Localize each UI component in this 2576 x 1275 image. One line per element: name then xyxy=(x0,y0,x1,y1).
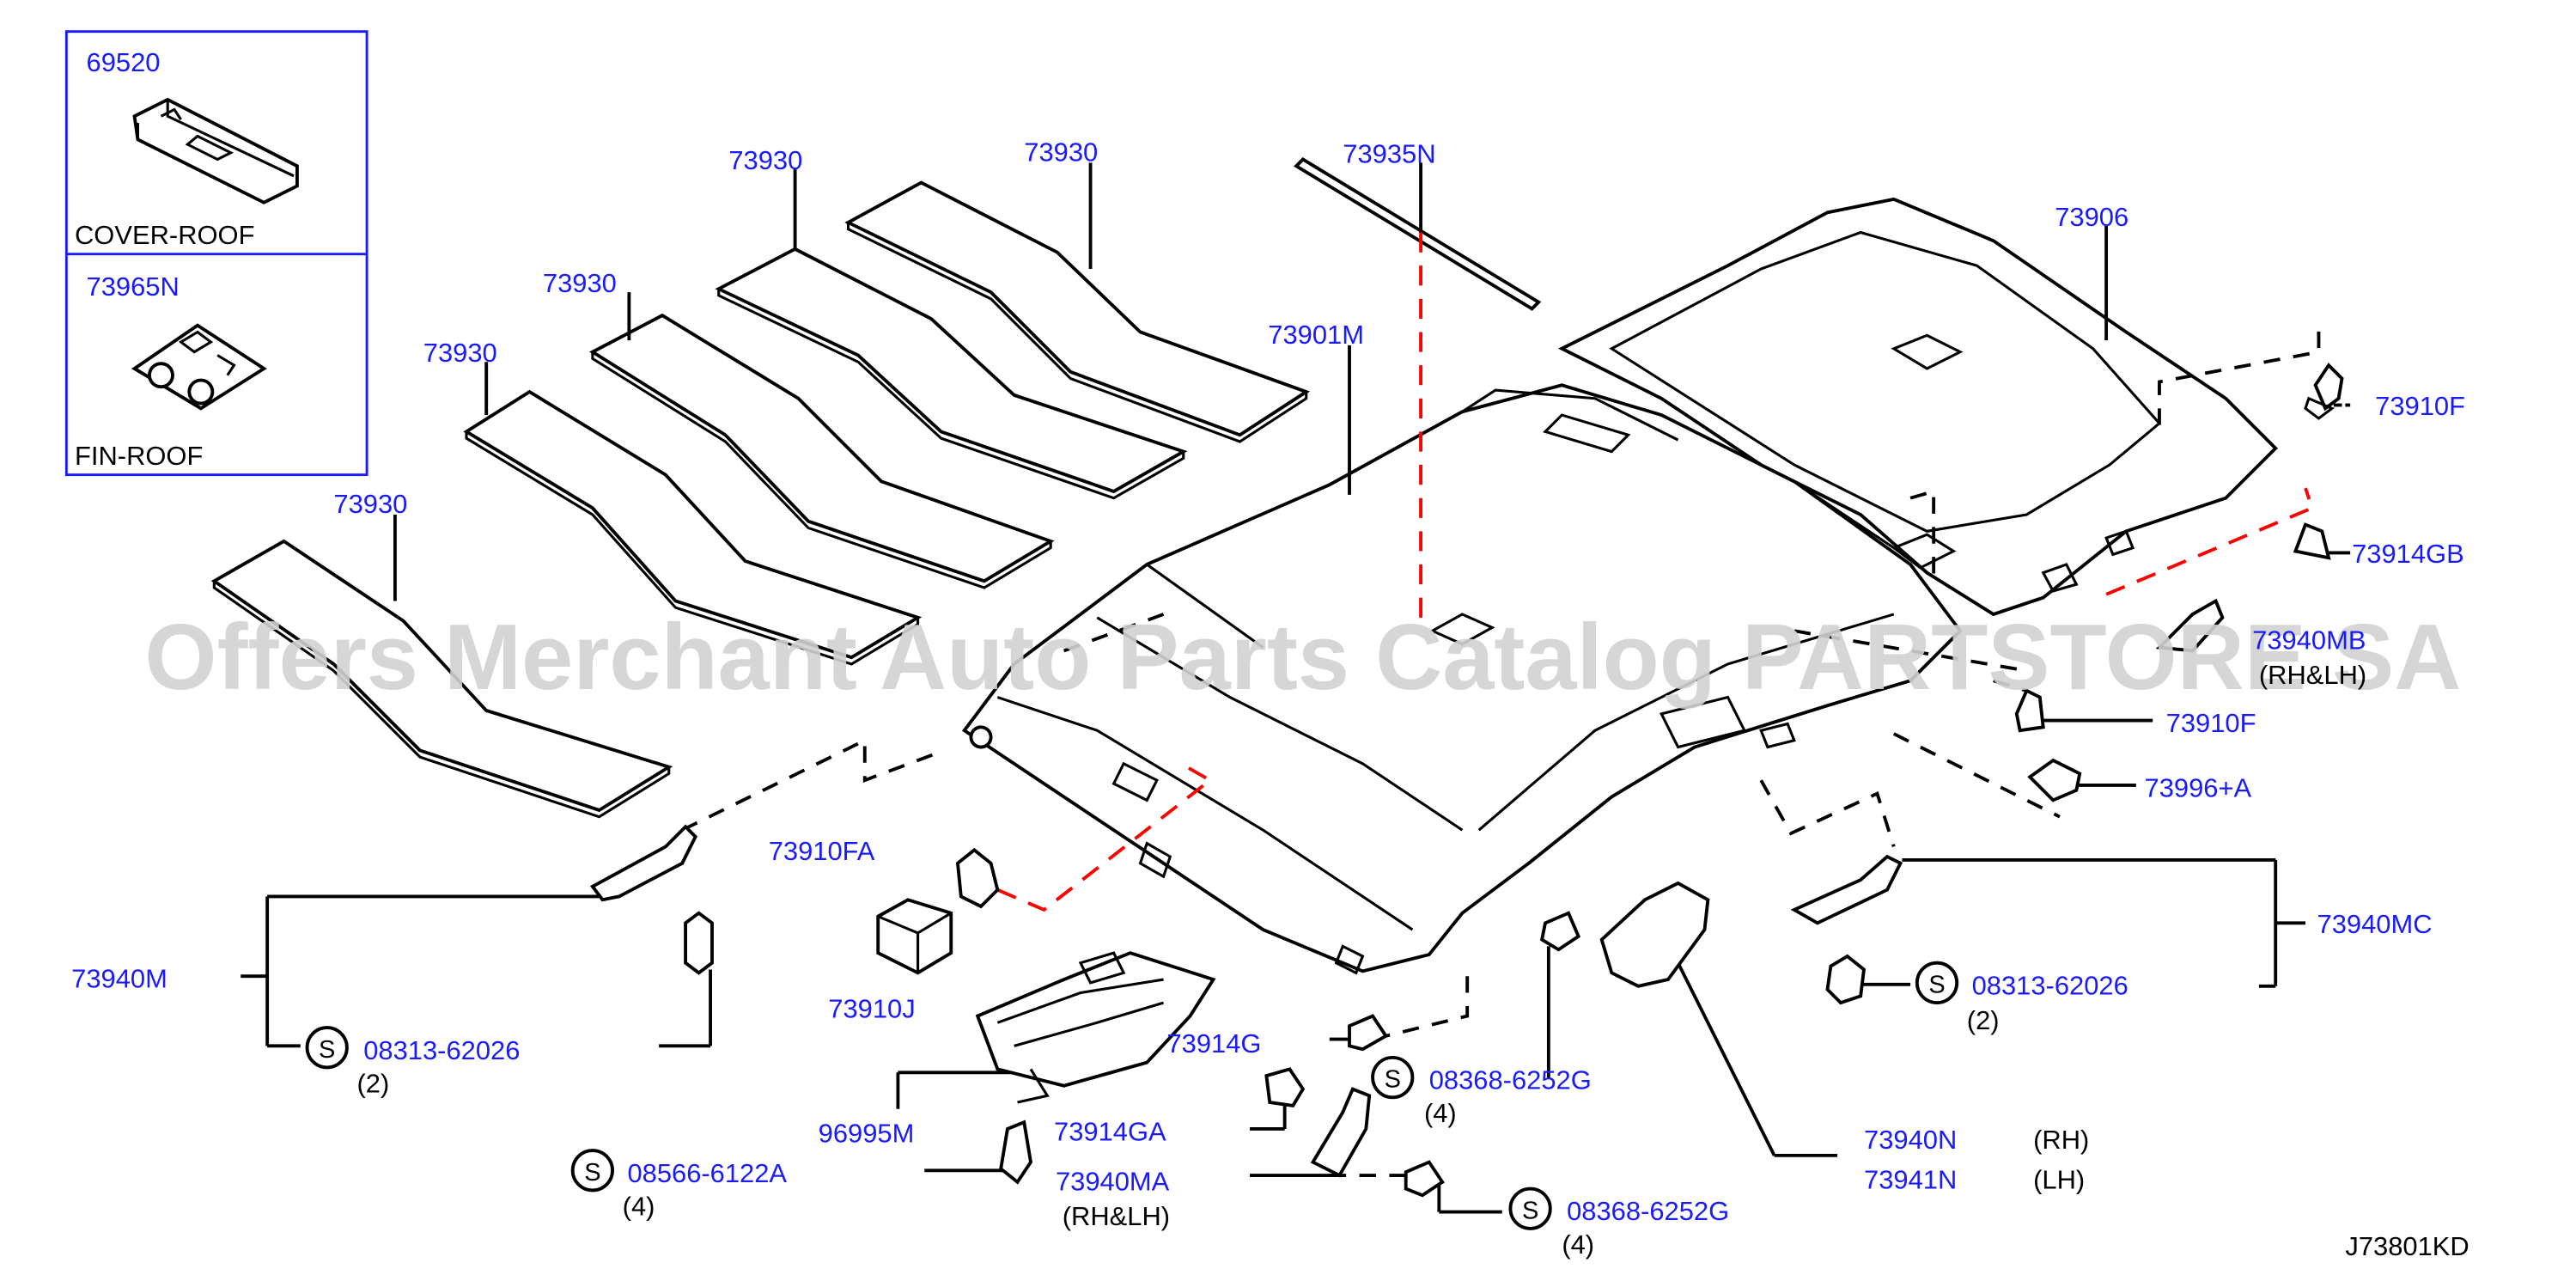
screw-callout-right[interactable]: S 08313-62026 (2) xyxy=(1915,961,2128,1035)
label-pad-5[interactable]: 73930 xyxy=(1024,137,1098,167)
label-clip-g[interactable]: 73914G xyxy=(1166,1028,1261,1058)
screw-bottom-number[interactable]: 08368-6252G xyxy=(1567,1196,1729,1226)
label-clip-f-top[interactable]: 73910F xyxy=(2375,391,2465,421)
screw-left-number[interactable]: 08313-62026 xyxy=(363,1035,520,1065)
label-grip-m[interactable]: 73940M xyxy=(71,964,167,994)
label-pad-j[interactable]: 73910J xyxy=(828,993,915,1023)
label-grip-n[interactable]: 73940N xyxy=(1864,1125,1957,1155)
label-clip-f-mid[interactable]: 73910F xyxy=(2166,708,2256,738)
screw-console-qty: (4) xyxy=(623,1191,655,1221)
screw-callout-console[interactable]: S 08566-6122A (4) xyxy=(570,1149,788,1221)
fin-roof-icon xyxy=(131,323,267,411)
label-clip-gb[interactable]: 73914GB xyxy=(2352,539,2464,569)
screw-right-number[interactable]: 08313-62026 xyxy=(1972,970,2128,1000)
screw-callout-center[interactable]: S 08368-6252G (4) xyxy=(1371,1055,1592,1128)
diagram-code: J73801KD xyxy=(2345,1231,2469,1261)
small-parts xyxy=(589,363,2344,1198)
label-console[interactable]: 96995M xyxy=(819,1118,915,1148)
screw-right-qty: (2) xyxy=(1967,1005,2000,1035)
inset-panel: 69520 COVER-ROOF 73965N FIN-ROOF xyxy=(64,30,368,477)
label-clip-996a[interactable]: 73996+A xyxy=(2145,773,2252,803)
label-headlining[interactable]: 73901M xyxy=(1268,320,1364,350)
label-pad-4[interactable]: 73930 xyxy=(728,145,802,175)
screw-bottom-qty: (4) xyxy=(1562,1229,1594,1260)
inset-cover-roof-name: COVER-ROOF xyxy=(75,220,254,250)
screw-symbol-icon: S xyxy=(1522,1197,1538,1224)
roof-pad-5 xyxy=(844,180,1311,443)
label-grip-mc[interactable]: 73940MC xyxy=(2317,909,2433,939)
headlining-main xyxy=(961,383,1963,975)
label-grip-ma[interactable]: 73940MA xyxy=(1056,1166,1170,1196)
screw-center-number[interactable]: 08368-6252G xyxy=(1429,1065,1592,1095)
label-pad-2[interactable]: 73930 xyxy=(423,338,497,368)
inset-fin-roof-number[interactable]: 73965N xyxy=(87,271,180,302)
part-labels: 73930 73930 73930 73930 73930 73935N 739… xyxy=(71,137,2469,1260)
screw-callout-bottom[interactable]: S 08368-6252G (4) xyxy=(1508,1187,1729,1260)
screw-console-number[interactable]: 08566-6122A xyxy=(627,1158,787,1188)
watermark: Offers Merchant Auto Parts Catalog PARTS… xyxy=(144,605,2461,709)
red-guides xyxy=(996,232,2315,912)
roof-pad-3 xyxy=(588,313,1055,589)
roof-pad-4 xyxy=(715,247,1188,500)
screw-symbol-icon: S xyxy=(1928,972,1945,999)
screw-callout-left[interactable]: S 08313-62026 (2) xyxy=(305,1026,521,1098)
label-grip-41n-side: (LH) xyxy=(2033,1165,2085,1195)
screw-left-qty: (2) xyxy=(356,1068,389,1098)
label-grip-n-side: (RH) xyxy=(2033,1125,2089,1155)
label-grip-ma-note: (RH&LH) xyxy=(1063,1201,1170,1231)
inset-cover-roof-number[interactable]: 69520 xyxy=(87,47,161,77)
screw-center-qty: (4) xyxy=(1424,1098,1457,1128)
label-clip-fa[interactable]: 73910FA xyxy=(769,836,875,866)
roof-strip xyxy=(1294,157,1542,311)
label-grip-41n[interactable]: 73941N xyxy=(1864,1165,1957,1195)
label-pad-3[interactable]: 73930 xyxy=(543,268,617,298)
label-sunroof-lining[interactable]: 73906 xyxy=(2055,202,2128,232)
dashed-guides xyxy=(681,319,2321,1177)
roof-pad-1 xyxy=(210,539,673,819)
label-pad-1[interactable]: 73930 xyxy=(333,489,407,519)
screw-symbol-icon: S xyxy=(584,1159,600,1187)
screw-symbol-icon: S xyxy=(1385,1066,1401,1094)
label-strip[interactable]: 73935N xyxy=(1343,138,1435,168)
label-holder-mb[interactable]: 73940MB xyxy=(2252,625,2366,656)
label-holder-mb-note: (RH&LH) xyxy=(2259,660,2366,690)
screw-symbol-icon: S xyxy=(319,1036,335,1064)
label-clip-ga[interactable]: 73914GA xyxy=(1054,1116,1166,1146)
roof-pad-2 xyxy=(463,389,923,666)
inset-fin-roof-name: FIN-ROOF xyxy=(75,441,203,471)
leader-lines xyxy=(241,162,2351,1214)
cover-roof-icon xyxy=(132,97,299,204)
